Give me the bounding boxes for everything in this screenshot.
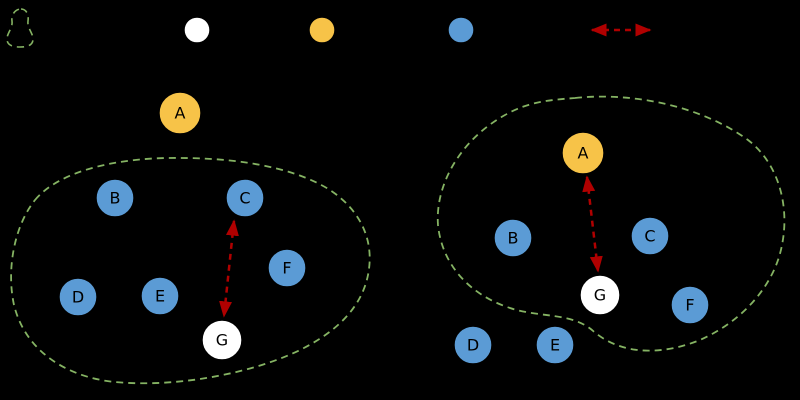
node-a: A: [158, 91, 202, 135]
node-d: D: [453, 325, 493, 365]
node-b-circle: [95, 178, 135, 218]
node-b-circle: [493, 218, 533, 258]
cluster-boundary-sample-icon: [6, 8, 34, 48]
node-e-circle: [140, 276, 180, 316]
yellow-node-sample-icon: [308, 16, 336, 44]
node-f-circle: [670, 285, 710, 325]
node-c-circle: [225, 178, 265, 218]
node-f-circle: [267, 248, 307, 288]
blue-node-sample-icon: [447, 16, 475, 44]
node-b: B: [95, 178, 135, 218]
node-e: E: [140, 276, 180, 316]
node-c-circle: [630, 216, 670, 256]
node-g-circle: [201, 319, 243, 361]
node-g: G: [579, 274, 621, 316]
node-e-circle: [535, 325, 575, 365]
node-d-circle: [58, 277, 98, 317]
node-f: F: [670, 285, 710, 325]
right-cluster-boundary: [436, 95, 786, 352]
left-cluster-boundary: [10, 157, 371, 385]
node-g-circle: [579, 274, 621, 316]
node-d-circle: [453, 325, 493, 365]
node-a-circle: [561, 131, 605, 175]
node-a-circle: [158, 91, 202, 135]
node-f: F: [267, 248, 307, 288]
node-c: C: [225, 178, 265, 218]
legend: [6, 8, 652, 48]
node-d: D: [58, 277, 98, 317]
node-g: G: [201, 319, 243, 361]
left-cluster-distance-arrow: [219, 219, 239, 318]
node-b: B: [493, 218, 533, 258]
white-node-sample-icon: [183, 16, 211, 44]
node-c: C: [630, 216, 670, 256]
node-a: A: [561, 131, 605, 175]
right-cluster-distance-arrow: [582, 175, 603, 273]
node-e: E: [535, 325, 575, 365]
